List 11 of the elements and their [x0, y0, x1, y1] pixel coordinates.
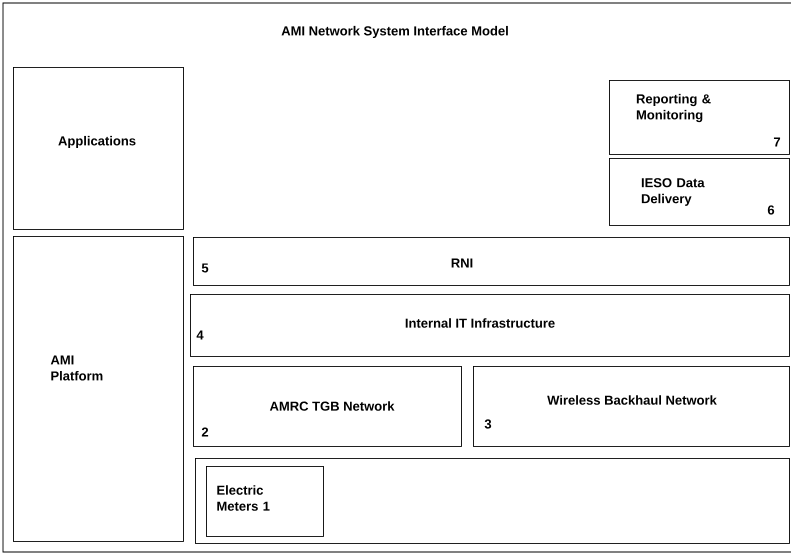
component-box: IESO Data Delivery 6	[609, 158, 790, 226]
component-box: AMRC TGB Network 2	[193, 366, 462, 447]
component-box: AMI Platform	[13, 236, 184, 542]
component-box: RNI 5	[193, 237, 790, 286]
component-box: Applications	[13, 67, 184, 230]
component-box: Wireless Backhaul Network 3	[473, 366, 790, 447]
title: AMI Network System Interface Model	[282, 26, 508, 38]
component-box: Electric Meters 1	[206, 466, 324, 537]
container-box	[195, 458, 790, 544]
component-box: Reporting & Monitoring 7	[609, 80, 790, 155]
component-box: Internal IT Infrastructure 4	[190, 294, 790, 357]
